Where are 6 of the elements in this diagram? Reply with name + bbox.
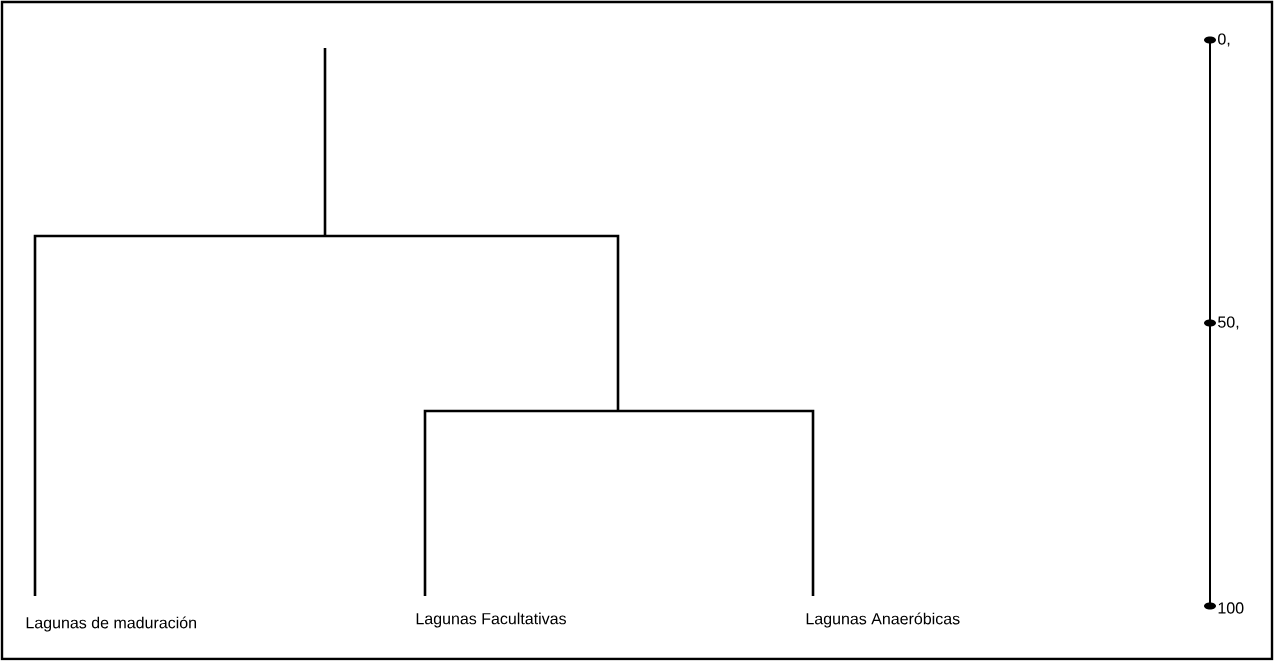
scale-label: 100: [1218, 602, 1244, 614]
leaf-label: Lagunas de maduración: [26, 616, 196, 632]
scale-label: 0,: [1218, 33, 1230, 47]
scale-label: 50,: [1218, 316, 1239, 330]
leaf-label: Lagunas Anaeróbicas: [806, 612, 960, 628]
leaf-label: Lagunas Facultativas: [416, 612, 566, 628]
